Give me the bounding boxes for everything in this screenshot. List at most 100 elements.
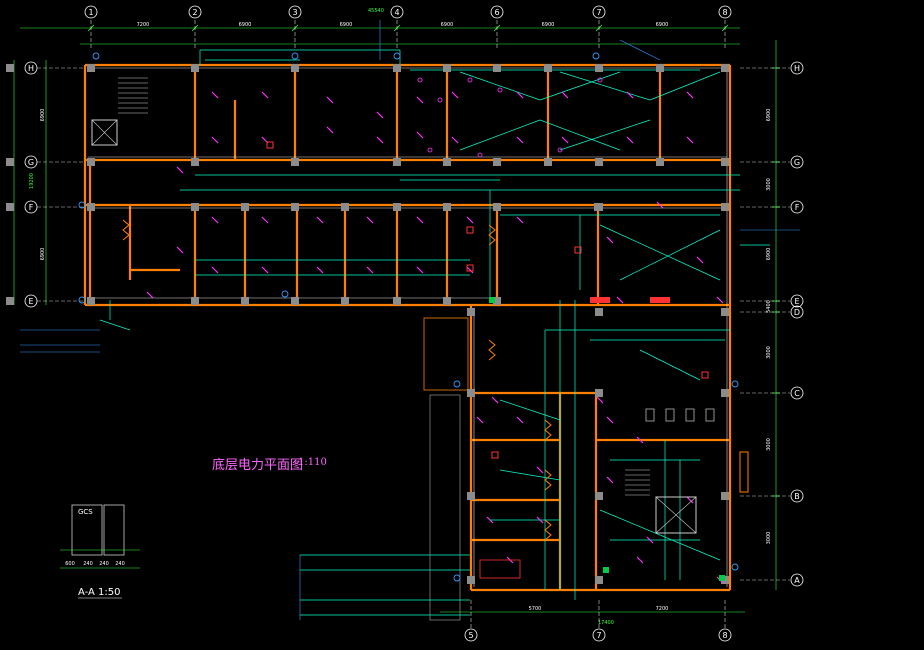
equipment-box — [574, 246, 582, 254]
structural-column — [467, 389, 475, 397]
structural-column — [241, 297, 249, 305]
heater-symbol — [544, 519, 552, 541]
elevator-cross — [655, 496, 697, 534]
power-outlet — [686, 136, 694, 144]
power-outlet — [466, 216, 474, 224]
structural-column — [191, 64, 199, 72]
elevator-cross — [91, 119, 118, 146]
axis-label-right: C — [794, 389, 800, 398]
ground-terminal — [603, 567, 609, 573]
structural-column — [594, 203, 602, 211]
structural-column — [87, 158, 95, 166]
structural-column — [393, 203, 401, 211]
wire-run — [99, 319, 131, 331]
power-outlet — [366, 216, 374, 224]
axis-label-right: F — [795, 203, 800, 212]
elevator-shaft — [655, 496, 697, 534]
heater-symbol — [544, 419, 552, 441]
total-dim-top: 45540 — [368, 8, 384, 14]
dim-text-top: 6900 — [340, 22, 353, 28]
power-outlet — [596, 396, 604, 404]
power-outlet — [606, 236, 614, 244]
wire-run — [499, 399, 561, 421]
axis-label-right: H — [794, 64, 800, 73]
structural-column — [721, 158, 729, 166]
structural-column — [443, 64, 451, 72]
power-outlet — [646, 536, 654, 544]
wire-run — [639, 349, 701, 381]
structural-column — [595, 389, 603, 397]
axis-label-top: 4 — [394, 8, 399, 17]
axis-label-bottom: 5 — [468, 631, 473, 640]
callout-marker — [731, 563, 739, 571]
room-outline — [429, 394, 461, 621]
structural-column — [393, 297, 401, 305]
structural-column — [443, 158, 451, 166]
callout-marker — [291, 52, 299, 60]
dim-text-right: 3000 — [766, 532, 772, 545]
drawing-scale: 1:110 — [298, 457, 327, 468]
axis-bubble — [790, 61, 804, 75]
power-outlet — [316, 216, 324, 224]
equipment-box — [466, 264, 474, 272]
structural-column — [721, 203, 729, 211]
power-outlet — [696, 256, 704, 264]
axis-label-left: H — [28, 64, 34, 73]
structural-column — [544, 158, 552, 166]
axis-bubble — [592, 628, 606, 642]
power-outlet — [636, 436, 644, 444]
equipment-box — [491, 451, 499, 459]
power-outlet — [516, 136, 524, 144]
axis-label-top: 7 — [596, 8, 601, 17]
wire-run — [559, 119, 651, 151]
axis-bubble — [464, 628, 478, 642]
junction-box — [437, 97, 443, 103]
axis-bubble — [84, 5, 98, 19]
power-outlet — [516, 216, 524, 224]
section-dim-text: 240 — [99, 561, 109, 567]
power-outlet — [416, 96, 424, 104]
wire-run — [599, 509, 721, 561]
structural-column — [721, 308, 729, 316]
axis-label-top: 3 — [292, 8, 297, 17]
section-label: GCS — [78, 508, 93, 516]
axis-bubble — [390, 5, 404, 19]
power-outlet — [561, 91, 569, 99]
structural-column — [544, 64, 552, 72]
axis-marker — [6, 158, 14, 166]
axis-label-top: 1 — [88, 8, 93, 17]
power-outlet — [476, 416, 484, 424]
axis-bubble — [490, 5, 504, 19]
power-outlet — [716, 296, 724, 304]
structural-column — [291, 158, 299, 166]
structural-column — [493, 158, 501, 166]
axis-label-top: 8 — [722, 8, 727, 17]
axis-marker — [6, 203, 14, 211]
dim-text-top: 6900 — [656, 22, 669, 28]
power-outlet — [146, 291, 154, 299]
axis-bubble — [790, 386, 804, 400]
axis-label-right: E — [794, 297, 799, 306]
dim-text-right: 3000 — [766, 178, 772, 191]
structural-column — [656, 64, 664, 72]
power-outlet — [316, 266, 324, 274]
callout-marker — [592, 52, 600, 60]
dim-text-left: 6900 — [40, 109, 46, 122]
heater-symbol — [488, 224, 496, 246]
power-outlet — [211, 216, 219, 224]
axis-bubble — [790, 305, 804, 319]
dim-text-right: 3000 — [766, 438, 772, 451]
power-outlet — [176, 246, 184, 254]
axis-bubble — [790, 573, 804, 587]
callout-marker — [453, 380, 461, 388]
section-dim-text: 240 — [115, 561, 125, 567]
callout-marker — [453, 574, 461, 582]
axis-bubble — [718, 5, 732, 19]
axis-label-left: G — [28, 158, 34, 167]
outlets — [146, 77, 724, 584]
structural-column — [191, 158, 199, 166]
structural-column — [191, 297, 199, 305]
walls — [83, 63, 749, 621]
